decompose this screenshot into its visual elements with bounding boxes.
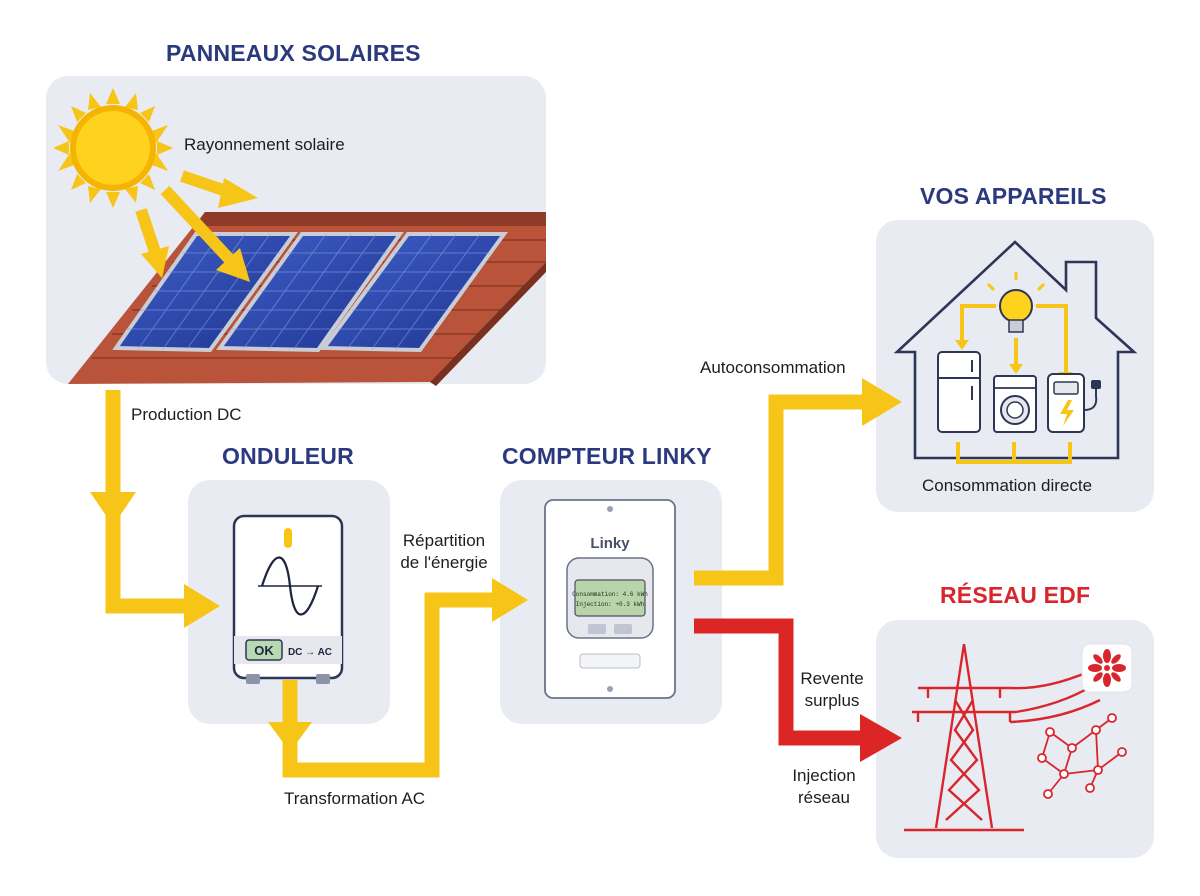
label-dc-production: Production DC [131, 405, 242, 424]
label-ac-transformation: Transformation AC [284, 789, 426, 808]
flow-surplus-injection [694, 618, 866, 746]
linky-screen-line-1: Consommation: 4.6 kWh [572, 591, 648, 598]
label-energy-split: Répartition de l'énergie [396, 530, 492, 574]
label-surplus-sale: Revente surplus [790, 668, 874, 712]
label-surplus-line-2: surplus [804, 691, 860, 710]
label-grid-injection: Injection réseau [782, 765, 866, 809]
washing-machine-icon [993, 375, 1037, 433]
inverter-ok-text: OK [254, 643, 274, 658]
flow-dc-production [105, 390, 190, 614]
label-surplus-line-1: Revente [800, 669, 864, 688]
pv-panel-1 [112, 232, 298, 353]
heading-appliances: VOS APPAREILS [920, 183, 1107, 209]
label-injection-line-1: Injection [792, 766, 856, 785]
pv-panel-2 [216, 232, 404, 353]
label-energy-split-line-1: Répartition [402, 531, 486, 550]
linky-meter-device [544, 499, 676, 699]
label-direct-consumption: Consommation directe [922, 476, 1093, 495]
linky-screen-line-2: Injection: +0.3 kWh [576, 601, 645, 608]
label-energy-split-line-2: de l'énergie [400, 553, 488, 572]
bulb-icon [986, 272, 1046, 333]
fridge-icon [937, 351, 981, 433]
heading-solar-panels: PANNEAUX SOLAIRES [166, 40, 421, 66]
heading-linky-meter: COMPTEUR LINKY [502, 443, 712, 469]
inverter-conversion-text: DC → AC [288, 647, 332, 658]
edf-logo-icon [1081, 643, 1133, 693]
inverter-device [232, 514, 344, 684]
heading-edf-grid: RÉSEAU EDF [940, 582, 1091, 608]
label-solar-radiation: Rayonnement solaire [184, 135, 345, 154]
house-icon [893, 240, 1138, 460]
label-self-consumption: Autoconsommation [700, 358, 846, 377]
heading-inverter: ONDULEUR [222, 443, 354, 469]
sun-icon [53, 88, 173, 208]
flow-self-consumption [694, 394, 868, 586]
label-injection-line-2: réseau [798, 788, 850, 807]
ev-charger-icon [1047, 373, 1101, 433]
sun-ray-arrows [135, 170, 258, 282]
flow-dc-arrowheads [90, 492, 220, 628]
appliance-flow-arrows [956, 304, 1072, 464]
linky-brand-text: Linky [590, 535, 630, 552]
pv-panel-3 [320, 232, 508, 353]
power-pylon-icon [904, 643, 1101, 832]
